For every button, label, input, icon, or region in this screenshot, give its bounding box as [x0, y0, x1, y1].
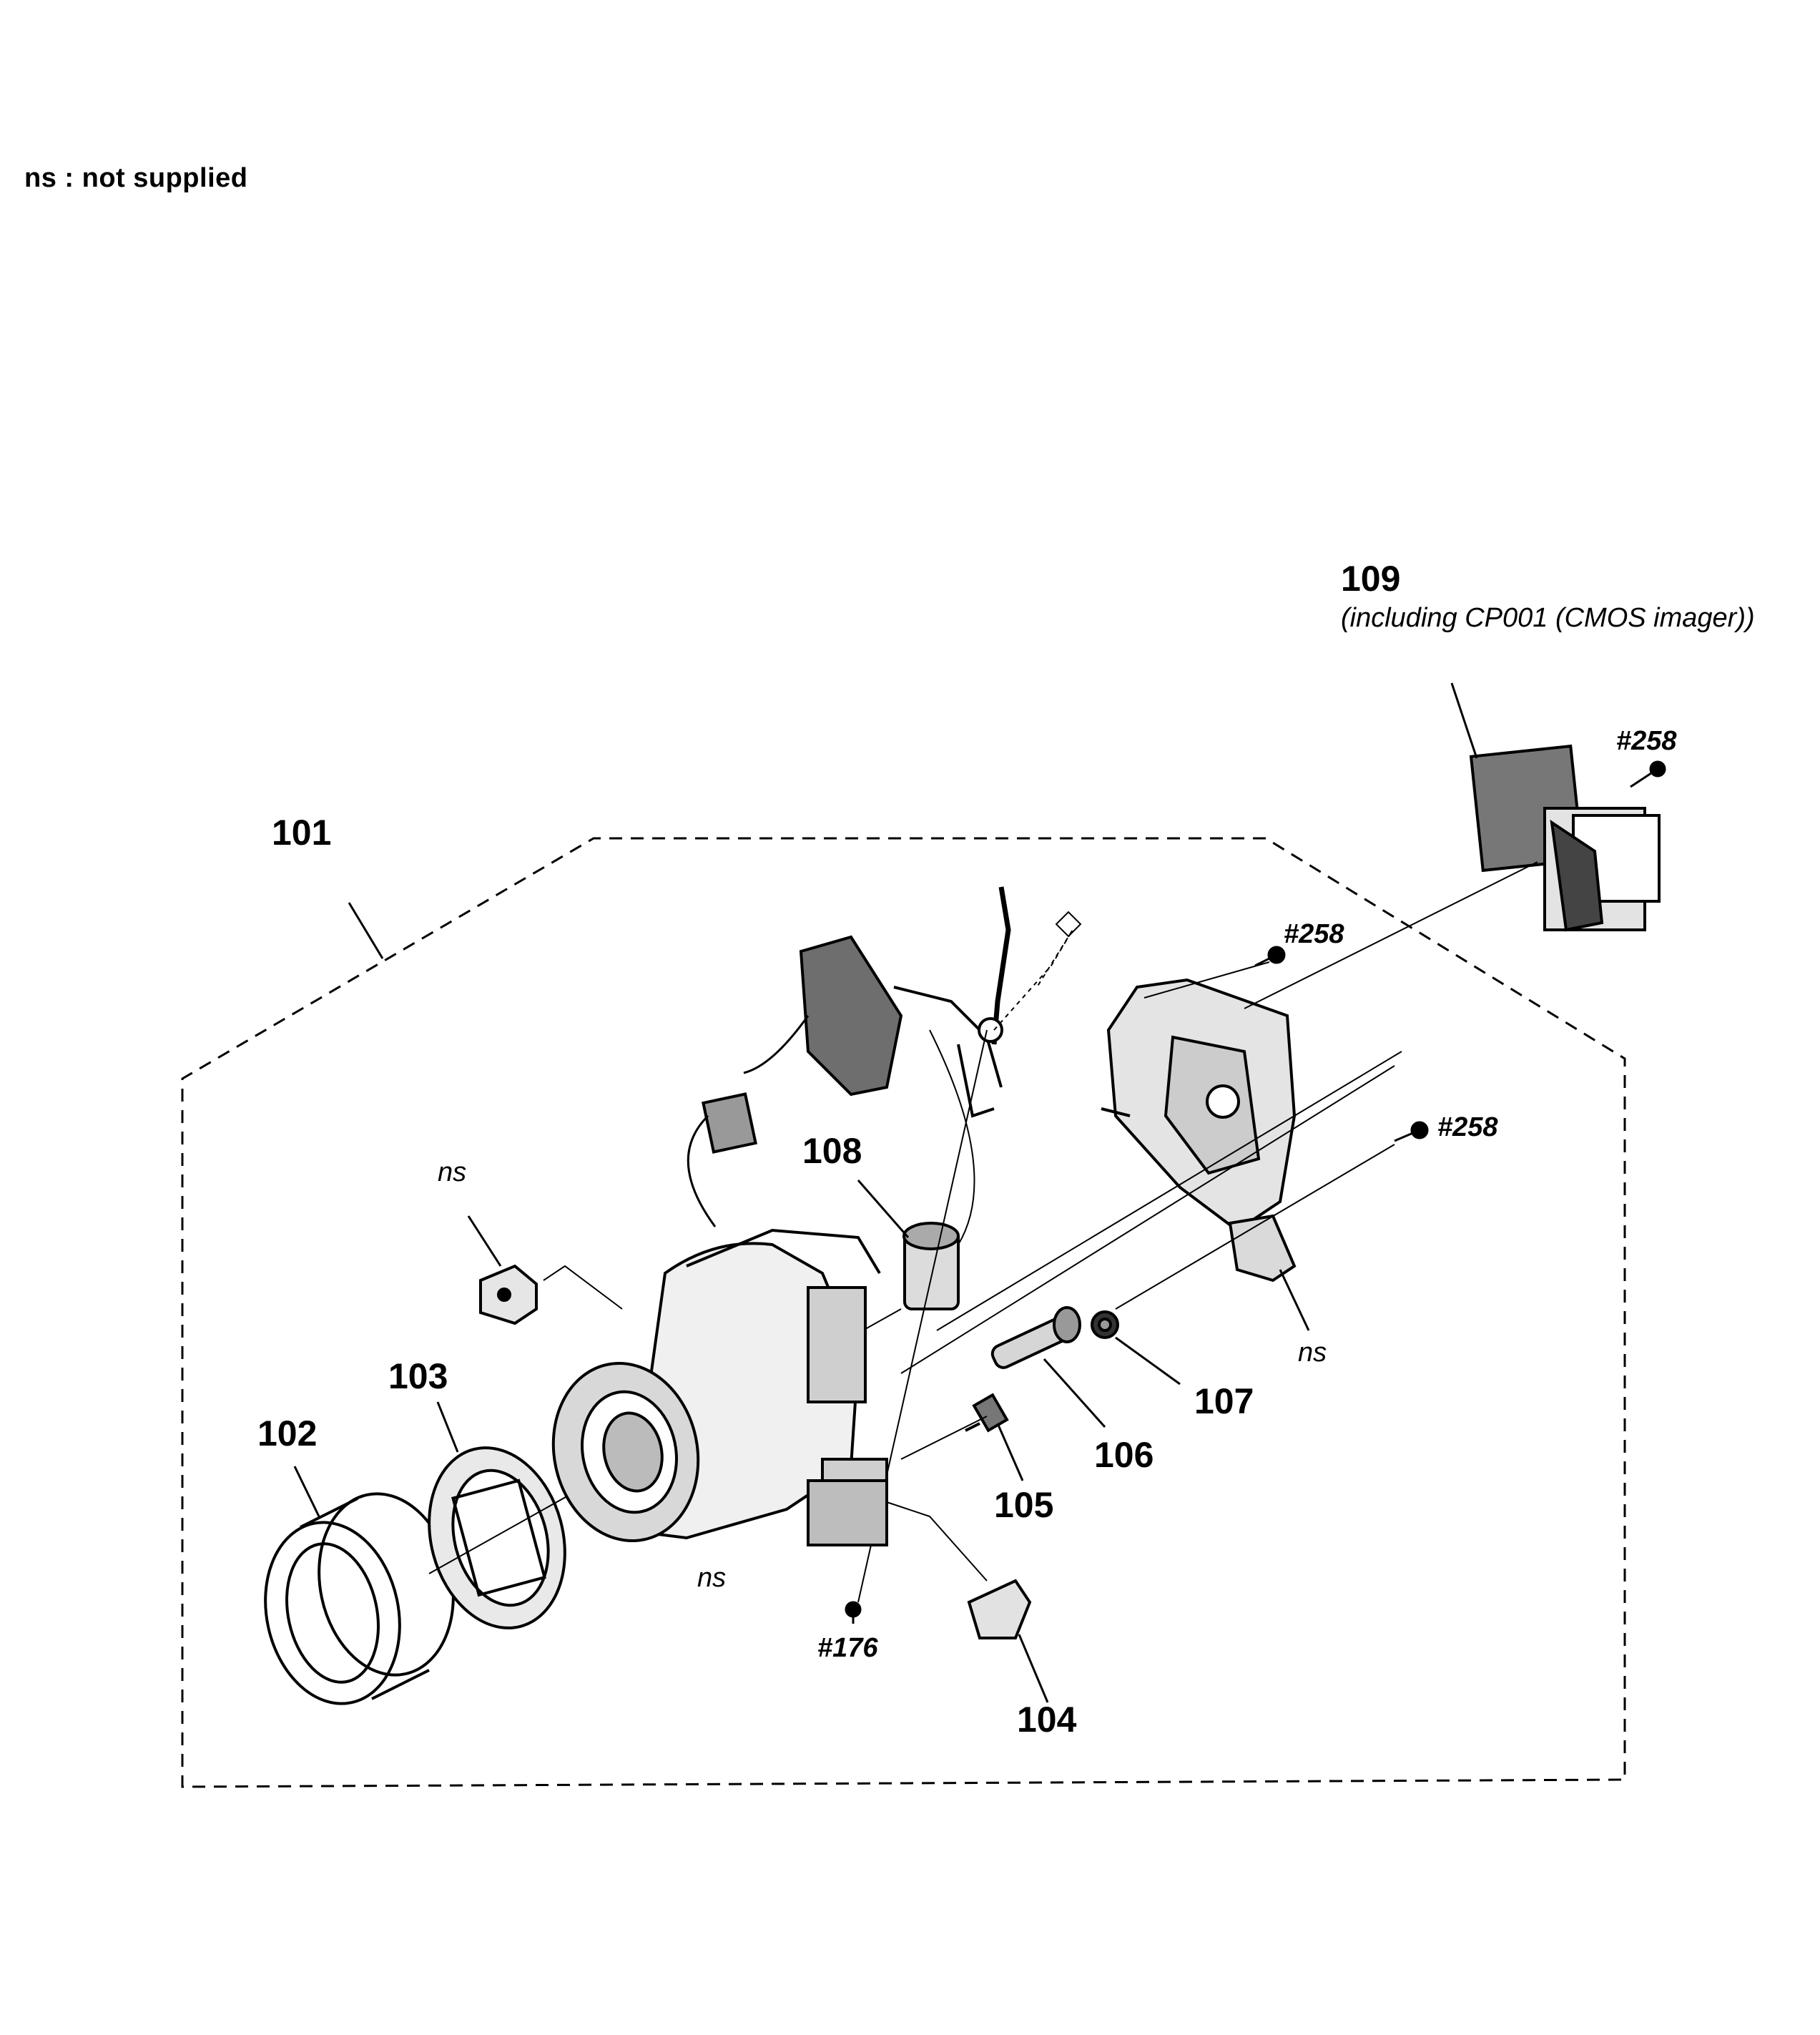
ns-bracket-right: [1228, 1214, 1297, 1283]
label-107: 107: [1194, 1381, 1254, 1421]
part-103-mount: [428, 1446, 566, 1629]
part-106-shaft: [990, 1306, 1081, 1369]
leader-109: [1450, 682, 1478, 759]
flex-connector: [702, 1092, 757, 1154]
label-109: 109: [1341, 559, 1401, 599]
leader-ns-right: [1279, 1269, 1310, 1331]
ref-diamond: [1055, 911, 1082, 938]
leader-102: [293, 1466, 320, 1517]
label-screw-258-top: #258: [1616, 726, 1677, 756]
leader-housing-to-shaft: [1115, 1144, 1395, 1310]
label-ns-barrel: ns: [697, 1563, 727, 1593]
flex-cable-2: [687, 1114, 717, 1227]
label-105: 105: [994, 1485, 1054, 1525]
gear-block: [807, 1479, 888, 1546]
part-104-bracket: [967, 1579, 1032, 1639]
leader-ns-bracket: [467, 1215, 502, 1267]
part-109-cmos-board: [1469, 744, 1661, 932]
label-103: 103: [388, 1356, 448, 1396]
leader-shaft-long-2: [900, 1065, 1395, 1374]
screw-258-right: [1394, 1121, 1429, 1142]
legend-ns-not-supplied: ns : not supplied: [24, 163, 248, 193]
leader-bracket-to-barrel: [543, 1265, 623, 1310]
leader-screw-top-to-housing: [1143, 961, 1270, 999]
leader-107: [1115, 1336, 1181, 1386]
screw-176: [845, 1601, 862, 1624]
label-ns-bracket: ns: [438, 1157, 467, 1187]
leader-103: [436, 1401, 459, 1453]
leader-cmos-to-housing: [1244, 861, 1538, 1009]
axis-line-105: [900, 1416, 988, 1460]
screw-258-top: [1630, 760, 1666, 788]
label-109-note: (including CP001 (CMOS imager)): [1341, 603, 1755, 633]
part-102-ring: [264, 1492, 455, 1705]
motor-cable: [929, 1029, 975, 1245]
label-104: 104: [1017, 1700, 1077, 1740]
label-screw-258-right: #258: [1437, 1112, 1498, 1142]
ns-bracket-left: [479, 1264, 538, 1325]
flex-cable: [743, 1015, 810, 1074]
assembly-101-boundary: [181, 837, 1626, 1788]
leader-105: [996, 1423, 1024, 1481]
leader-108: [857, 1180, 910, 1238]
part-105-pin: [965, 1393, 1009, 1433]
part-108-motor: [902, 1222, 960, 1310]
screw-258-mid: [1254, 946, 1286, 967]
label-102: 102: [257, 1413, 318, 1453]
dotted-ref: [993, 929, 1073, 1031]
flex-board: [799, 886, 1011, 1118]
part-107-gear: [1091, 1310, 1119, 1339]
leader-101: [348, 902, 384, 959]
leader-104: [1018, 1634, 1049, 1703]
label-screw-258-mid: #258: [1284, 919, 1344, 949]
label-108: 108: [802, 1131, 862, 1171]
label-ns-right: ns: [1298, 1338, 1327, 1368]
label-106: 106: [1094, 1435, 1154, 1475]
label-screw-176: #176: [817, 1633, 878, 1663]
label-101: 101: [272, 813, 332, 853]
leader-104-to-body: [886, 1501, 988, 1582]
leader-106: [1043, 1358, 1106, 1428]
rear-housing: [1101, 978, 1297, 1232]
leader-shaft-long: [936, 1051, 1402, 1331]
